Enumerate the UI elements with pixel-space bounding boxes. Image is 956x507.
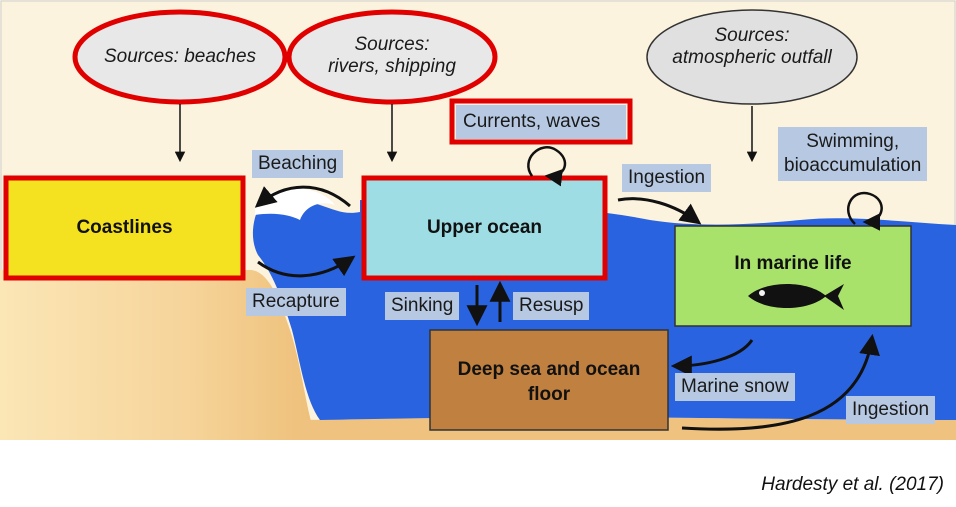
currents-tag-bg (456, 105, 626, 139)
source-beaches-ellipse (72, 9, 288, 105)
swimming-line2: bioaccumulation (784, 155, 922, 176)
arrow-recapture (257, 255, 356, 278)
beaching-tag: Beaching (252, 150, 344, 178)
coastlines-label: Coastlines (76, 217, 173, 238)
arrow-ingestion-bottom (681, 333, 880, 431)
arrow-beaching (254, 185, 351, 208)
recapture-tag: Recapture (246, 288, 346, 316)
arrow-ingestion-top (617, 197, 702, 225)
citation: Hardesty et al. (2017) (761, 474, 944, 495)
resusp-tag: Resusp (513, 292, 590, 320)
source-rivers-label: Sources: rivers, shipping (292, 34, 492, 78)
sand-region (0, 270, 312, 440)
marine-life-label: In marine life (734, 253, 852, 274)
coastlines-box (3, 175, 246, 281)
ingestion-top-tag: Ingestion (622, 164, 712, 192)
fish-icon (748, 284, 844, 310)
deep-sea-label: Deep sea and ocean floor (430, 357, 668, 407)
currents-highlight (449, 98, 633, 145)
upper-ocean-label: Upper ocean (426, 217, 543, 238)
source-atmos-label: Sources: atmospheric outfall (652, 25, 852, 69)
source-atmos-line2: atmospheric outfall (672, 47, 832, 68)
loop-swimming (846, 191, 883, 231)
source-rivers-line2: rivers, shipping (328, 56, 456, 77)
source-rivers-ellipse (286, 9, 498, 105)
source-atmos-ellipse (646, 9, 858, 105)
arrow-marine-snow (670, 339, 754, 377)
sinking-tag: Sinking (385, 292, 460, 320)
deep-sea-line1: Deep sea and ocean (457, 359, 641, 380)
source-beaches-label: Sources: beaches (103, 46, 257, 67)
currents-label: Currents, waves (463, 111, 601, 132)
source-rivers-line1: Sources: (354, 34, 430, 55)
loop-currents (527, 146, 567, 187)
marine-snow-tag: Marine snow (675, 373, 795, 401)
deep-sea-box (429, 329, 669, 431)
deep-sea-line2: floor (527, 384, 571, 405)
swimming-tag: Swimming, bioaccumulation (778, 127, 928, 181)
upper-ocean-box (361, 175, 608, 281)
ingestion-bottom-tag: Ingestion (846, 396, 936, 424)
swimming-line1: Swimming, (806, 131, 900, 152)
marine-life-box (674, 225, 912, 327)
source-atmos-line1: Sources: (714, 25, 790, 46)
